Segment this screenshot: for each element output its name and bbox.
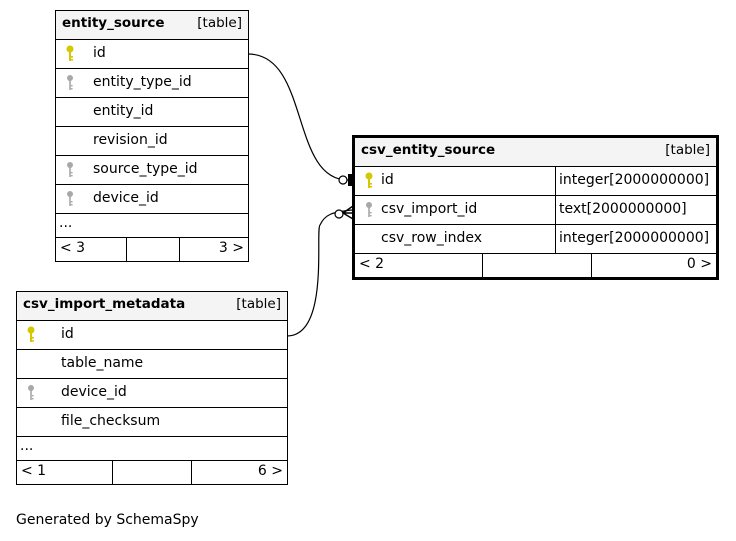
column-name: device_id xyxy=(93,190,159,206)
table-footer: < 3 3 > xyxy=(56,238,248,261)
column-row-source-type-id[interactable]: source_type_id xyxy=(56,156,248,185)
foreign-key-icon xyxy=(67,162,73,177)
column-name: id xyxy=(61,326,74,342)
footer-divider xyxy=(591,254,592,277)
column-name: device_id xyxy=(61,384,127,400)
link-many-marker xyxy=(342,205,354,220)
parents-count[interactable]: < 1 xyxy=(21,463,47,479)
table-kind: [table] xyxy=(197,15,242,31)
link-one-marker xyxy=(348,174,353,186)
footer-divider xyxy=(126,238,127,261)
column-name: csv_row_index xyxy=(381,230,483,246)
table-name: csv_entity_source xyxy=(361,142,496,158)
more-columns-label: ... xyxy=(20,438,34,454)
table-footer: < 2 0 > xyxy=(355,254,716,277)
table-csv-entity-source[interactable]: csv_entity_source [table] id integer[200… xyxy=(352,135,719,280)
link-optional-marker xyxy=(338,175,348,185)
column-name: entity_id xyxy=(93,103,154,119)
column-name: csv_import_id xyxy=(381,201,478,217)
table-footer: < 1 6 > xyxy=(17,461,287,484)
column-row-id[interactable]: id integer[2000000000] xyxy=(355,167,716,196)
column-row-id[interactable]: id xyxy=(56,40,248,69)
table-csv-import-metadata[interactable]: csv_import_metadata [table] id table_nam… xyxy=(16,291,288,485)
footer-divider xyxy=(191,461,192,484)
more-columns-label: ... xyxy=(59,215,73,231)
column-row-csv-import-id[interactable]: csv_import_id text[2000000000] xyxy=(355,196,716,225)
children-count[interactable]: 0 > xyxy=(686,256,712,272)
table-kind: [table] xyxy=(236,296,281,312)
link-entity-source-to-csv-entity-source xyxy=(247,53,349,181)
children-count[interactable]: 3 > xyxy=(218,240,244,256)
link-csv-import-metadata-to-csv-entity-source xyxy=(286,209,353,337)
column-name: id xyxy=(93,45,106,61)
footer-divider xyxy=(179,238,180,261)
column-type: integer[2000000000] xyxy=(559,172,710,188)
column-type: text[2000000000] xyxy=(559,201,687,217)
table-header: csv_import_metadata [table] xyxy=(17,292,287,321)
foreign-key-icon xyxy=(67,191,73,206)
column-divider xyxy=(555,225,556,253)
column-row-revision-id[interactable]: revision_id xyxy=(56,127,248,156)
footer-divider xyxy=(482,254,483,277)
table-name: csv_import_metadata xyxy=(23,296,186,312)
generated-by-label: Generated by SchemaSpy xyxy=(16,512,199,528)
foreign-key-icon xyxy=(67,75,73,90)
primary-key-icon xyxy=(66,45,74,61)
table-header: entity_source [table] xyxy=(56,11,248,40)
column-row-entity-id[interactable]: entity_id xyxy=(56,98,248,127)
column-row-device-id[interactable]: device_id xyxy=(56,185,248,214)
more-columns[interactable]: ... xyxy=(17,437,287,461)
column-name: file_checksum xyxy=(61,413,161,429)
parents-count[interactable]: < 2 xyxy=(359,256,385,272)
foreign-key-icon xyxy=(28,385,34,400)
column-row-table-name[interactable]: table_name xyxy=(17,350,287,379)
column-row-device-id[interactable]: device_id xyxy=(17,379,287,408)
column-row-csv-row-index[interactable]: csv_row_index integer[2000000000] xyxy=(355,225,716,254)
table-entity-source[interactable]: entity_source [table] id entity_type_id … xyxy=(55,10,249,262)
footer-divider xyxy=(112,461,113,484)
table-header: csv_entity_source [table] xyxy=(355,138,716,167)
column-row-id[interactable]: id xyxy=(17,321,287,350)
column-row-entity-type-id[interactable]: entity_type_id xyxy=(56,69,248,98)
column-name: source_type_id xyxy=(93,161,198,177)
primary-key-icon xyxy=(365,172,373,188)
column-divider xyxy=(555,196,556,224)
table-name: entity_source xyxy=(62,15,165,31)
foreign-key-icon xyxy=(366,202,372,217)
parents-count[interactable]: < 3 xyxy=(60,240,86,256)
column-name: id xyxy=(381,172,394,188)
column-name: entity_type_id xyxy=(93,74,192,90)
more-columns[interactable]: ... xyxy=(56,214,248,238)
column-row-file-checksum[interactable]: file_checksum xyxy=(17,408,287,437)
primary-key-icon xyxy=(27,326,35,342)
column-name: table_name xyxy=(61,355,144,371)
column-divider xyxy=(555,167,556,195)
column-name: revision_id xyxy=(93,132,168,148)
table-kind: [table] xyxy=(665,142,710,158)
link-optional-marker-2 xyxy=(334,209,344,219)
children-count[interactable]: 6 > xyxy=(257,463,283,479)
column-type: integer[2000000000] xyxy=(559,230,710,246)
